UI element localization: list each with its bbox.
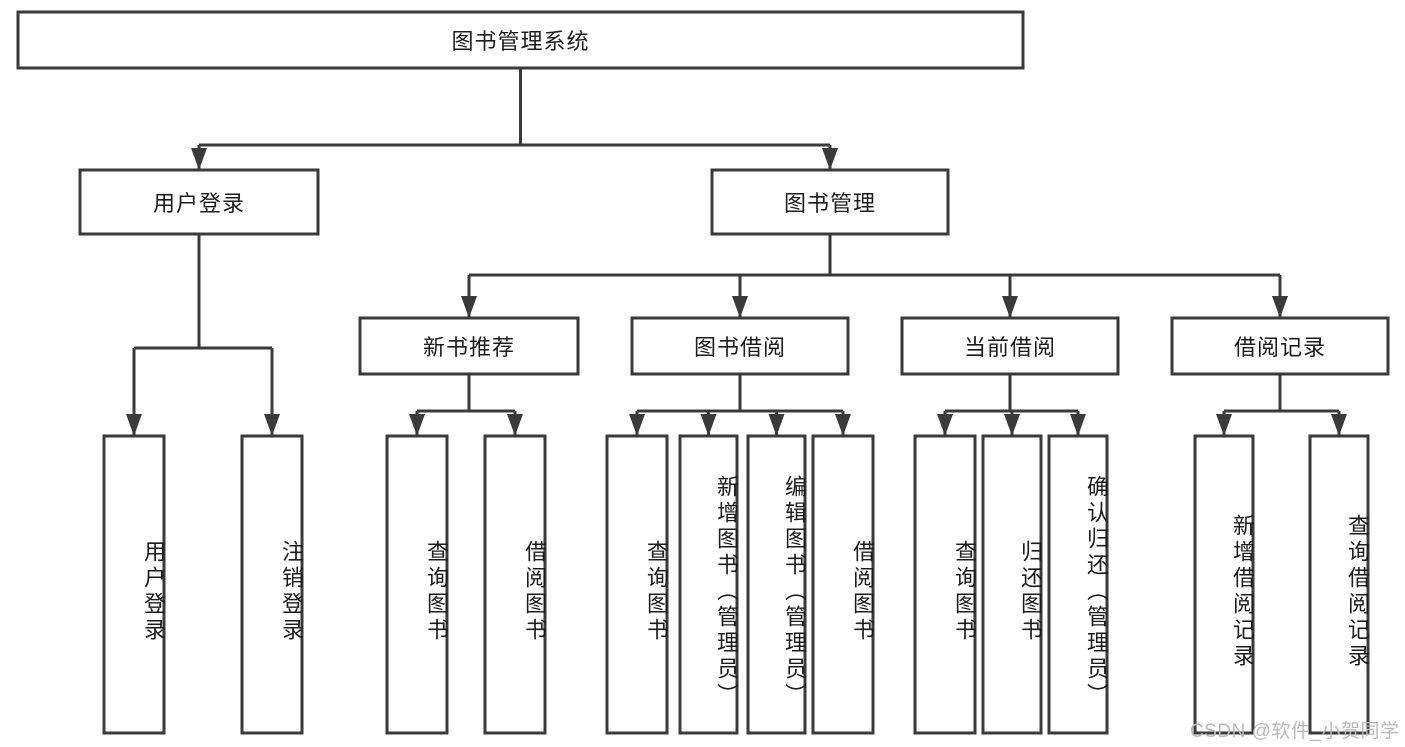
arrow-head-book-management-3 (1272, 296, 1288, 318)
node-user-login[interactable] (78, 168, 320, 236)
node-leaf-query-book-current[interactable] (913, 434, 977, 735)
arrow-head-user-login-1 (264, 414, 280, 436)
node-leaf-edit-book[interactable] (746, 434, 807, 735)
arrow-head-root-0 (191, 148, 207, 170)
node-leaf-logout[interactable] (240, 434, 304, 735)
node-leaf-borrow-book-rec[interactable] (483, 434, 547, 735)
node-leaf-query-book-borrow[interactable] (605, 434, 669, 735)
node-leaf-add-book[interactable] (678, 434, 739, 735)
csdn-watermark: CSDN @软件_小贺同学 (1190, 721, 1400, 742)
arrow-head-borrow-record-0 (1216, 414, 1232, 436)
node-root[interactable] (16, 10, 1025, 70)
arrow-head-book-management-0 (461, 296, 477, 318)
node-book-management[interactable] (710, 168, 950, 236)
node-leaf-return-book[interactable] (981, 434, 1043, 735)
node-book-borrow[interactable] (630, 316, 850, 376)
arrow-head-user-login-0 (126, 414, 142, 436)
arrow-head-book-management-1 (732, 296, 748, 318)
arrow-head-borrow-record-1 (1331, 414, 1347, 436)
arrow-head-book-borrow-0 (629, 414, 645, 436)
arrow-head-book-borrow-1 (700, 414, 717, 436)
node-new-book-recommend[interactable] (358, 316, 580, 376)
arrow-head-current-borrow-1 (1004, 414, 1020, 436)
node-leaf-add-borrow-record[interactable] (1193, 434, 1255, 735)
node-leaf-user-login[interactable] (102, 434, 166, 735)
node-leaf-query-borrow-record[interactable] (1308, 434, 1370, 735)
arrow-head-current-borrow-0 (937, 414, 953, 436)
node-borrow-record[interactable] (1170, 316, 1390, 376)
node-leaf-confirm-return[interactable] (1047, 434, 1109, 735)
arrow-head-book-borrow-2 (768, 414, 785, 436)
node-current-borrow[interactable] (900, 316, 1120, 376)
node-leaf-borrow-book[interactable] (811, 434, 875, 735)
node-leaf-query-book-rec[interactable] (385, 434, 449, 735)
arrow-head-current-borrow-2 (1070, 414, 1086, 436)
arrow-head-book-management-2 (1002, 296, 1018, 318)
connector-layer (126, 68, 1347, 436)
arrow-head-new-book-recommend-0 (409, 414, 425, 436)
node-box-layer (16, 10, 1390, 735)
arrow-head-new-book-recommend-1 (507, 414, 523, 436)
arrow-head-root-1 (822, 148, 838, 170)
arrow-head-book-borrow-3 (835, 414, 851, 436)
